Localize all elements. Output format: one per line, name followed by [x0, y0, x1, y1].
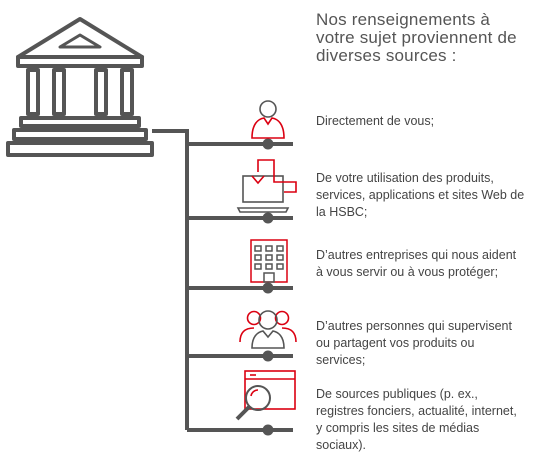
laptop-icon — [236, 159, 297, 213]
connector-lines — [152, 129, 293, 432]
connector-dots — [262, 138, 274, 436]
building-icon — [250, 239, 288, 283]
source-other-people: D’autres personnes qui supervisent ou pa… — [316, 319, 512, 367]
magnifier-browser-icon — [235, 370, 296, 421]
source-hsbc-usage: De votre utilisation des produits, servi… — [316, 171, 525, 219]
source-direct: Directement de vous; — [316, 114, 435, 128]
person-icon — [251, 100, 285, 139]
people-group-icon — [239, 310, 297, 349]
bank-building-icon — [6, 17, 154, 157]
intro-text: Nos renseignements à votre sujet provien… — [316, 10, 517, 65]
source-public: De sources publiques (p. ex., registres … — [316, 387, 517, 452]
source-other-companies: D’autres entreprises qui nous aident à v… — [316, 248, 517, 279]
